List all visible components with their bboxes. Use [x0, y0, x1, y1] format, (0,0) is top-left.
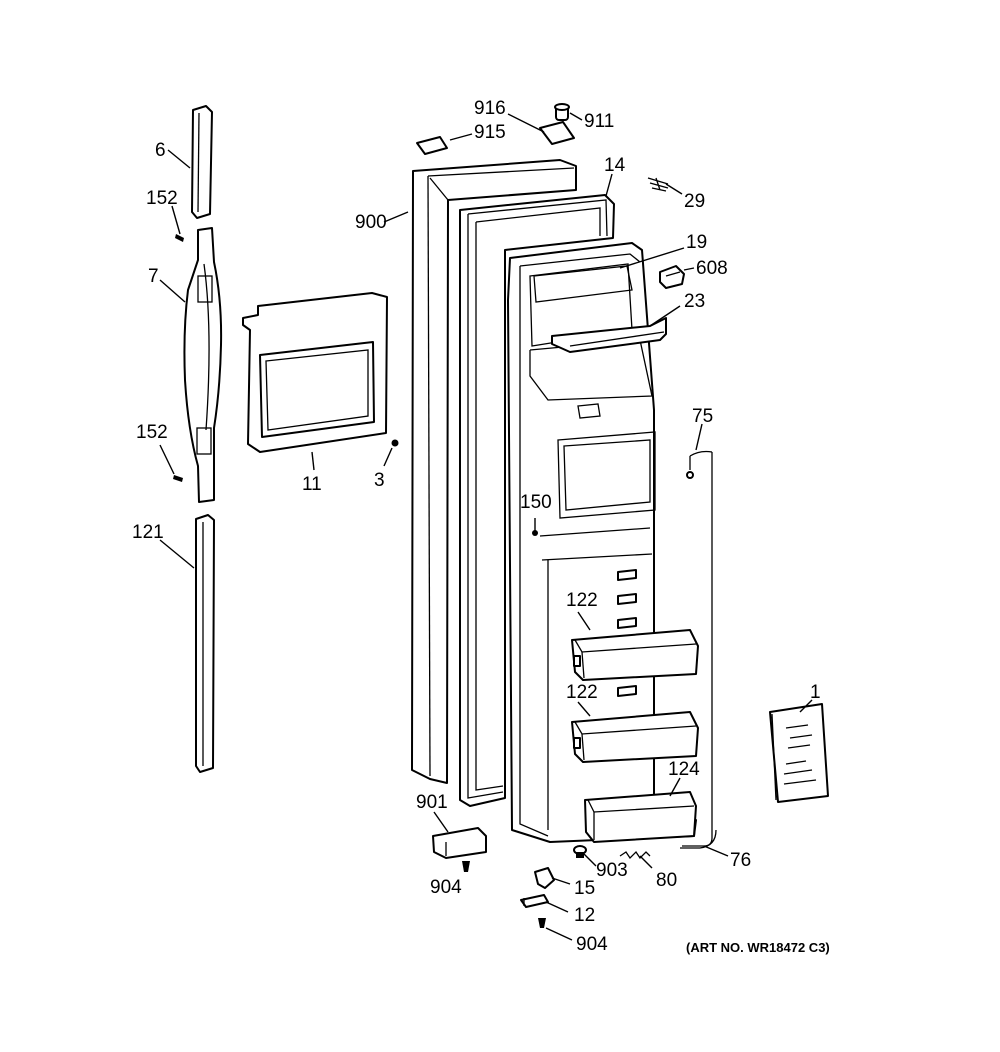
door-bin-part-122-lower: [571, 711, 699, 763]
door-bin-part-124: [584, 791, 697, 843]
ice-chute-part-19: [533, 265, 633, 303]
callout-915: 915: [474, 122, 506, 143]
callout-122-upper: 122: [566, 590, 598, 611]
dispenser-frame-part-11: [242, 292, 388, 453]
screw-part-152-lower: [173, 475, 183, 482]
hinge-cover-part-901: [432, 827, 487, 859]
callout-75: 75: [692, 406, 713, 427]
callout-19: 19: [686, 232, 707, 253]
door-outer-panel-part-900: [411, 159, 577, 784]
callout-80: 80: [656, 870, 677, 891]
wire-part-76: [680, 829, 717, 849]
callout-122-lower: 122: [566, 682, 598, 703]
callout-15: 15: [574, 878, 595, 899]
screw-part-150: [532, 518, 538, 536]
callout-150: 150: [520, 492, 552, 513]
screw-part-152-upper: [175, 234, 184, 242]
cam-part-15: [534, 867, 555, 889]
callout-29: 29: [684, 191, 705, 212]
hinge-part-12: [520, 894, 549, 908]
door-handle-part-7: [183, 227, 223, 503]
callout-3: 3: [374, 470, 385, 491]
callout-14: 14: [604, 155, 626, 176]
callout-12: 12: [574, 905, 595, 926]
plug-part-911: [554, 103, 570, 121]
callout-152-lower: 152: [136, 422, 168, 443]
screw-part-904-right: [538, 918, 546, 928]
callout-903: 903: [596, 860, 628, 881]
switch-part-608: [659, 265, 685, 289]
callout-23: 23: [684, 291, 705, 312]
callout-152-upper: 152: [146, 188, 178, 209]
callout-608: 608: [696, 258, 728, 279]
callout-916: 916: [474, 98, 506, 119]
callout-900: 900: [355, 212, 387, 233]
handle-cap-part-6: [191, 105, 213, 219]
bumper-part-903: [573, 845, 587, 858]
spring-part-80: [619, 850, 651, 860]
owners-manual-part-1: [769, 703, 829, 803]
callout-labels: 6 152 7 152 121 11 3 900 915 916 911 14 …: [132, 98, 821, 955]
door-bin-part-122-upper: [571, 629, 699, 681]
callout-121: 121: [132, 522, 164, 543]
bracket-part-916: [539, 121, 575, 145]
leader-lines: [159, 112, 813, 941]
callout-76: 76: [730, 850, 751, 871]
door-gasket-part-14: [459, 194, 615, 807]
screw-part-904-left: [462, 861, 470, 872]
door-liner: [507, 242, 697, 843]
top-strip-part-915: [416, 136, 448, 155]
wire-harness-part-29: [647, 177, 669, 192]
callout-124: 124: [668, 759, 700, 780]
callout-904-right: 904: [576, 934, 608, 955]
callout-11: 11: [302, 474, 322, 495]
callout-904-left: 904: [430, 877, 462, 898]
art-number: (ART NO. WR18472 C3): [686, 940, 830, 955]
handle-trim-part-121: [195, 514, 215, 773]
callout-911: 911: [584, 111, 614, 132]
screw-part-3: [391, 439, 399, 447]
callout-6: 6: [155, 140, 166, 161]
callout-7: 7: [148, 266, 159, 287]
callout-1: 1: [810, 682, 821, 703]
callout-901: 901: [416, 792, 448, 813]
